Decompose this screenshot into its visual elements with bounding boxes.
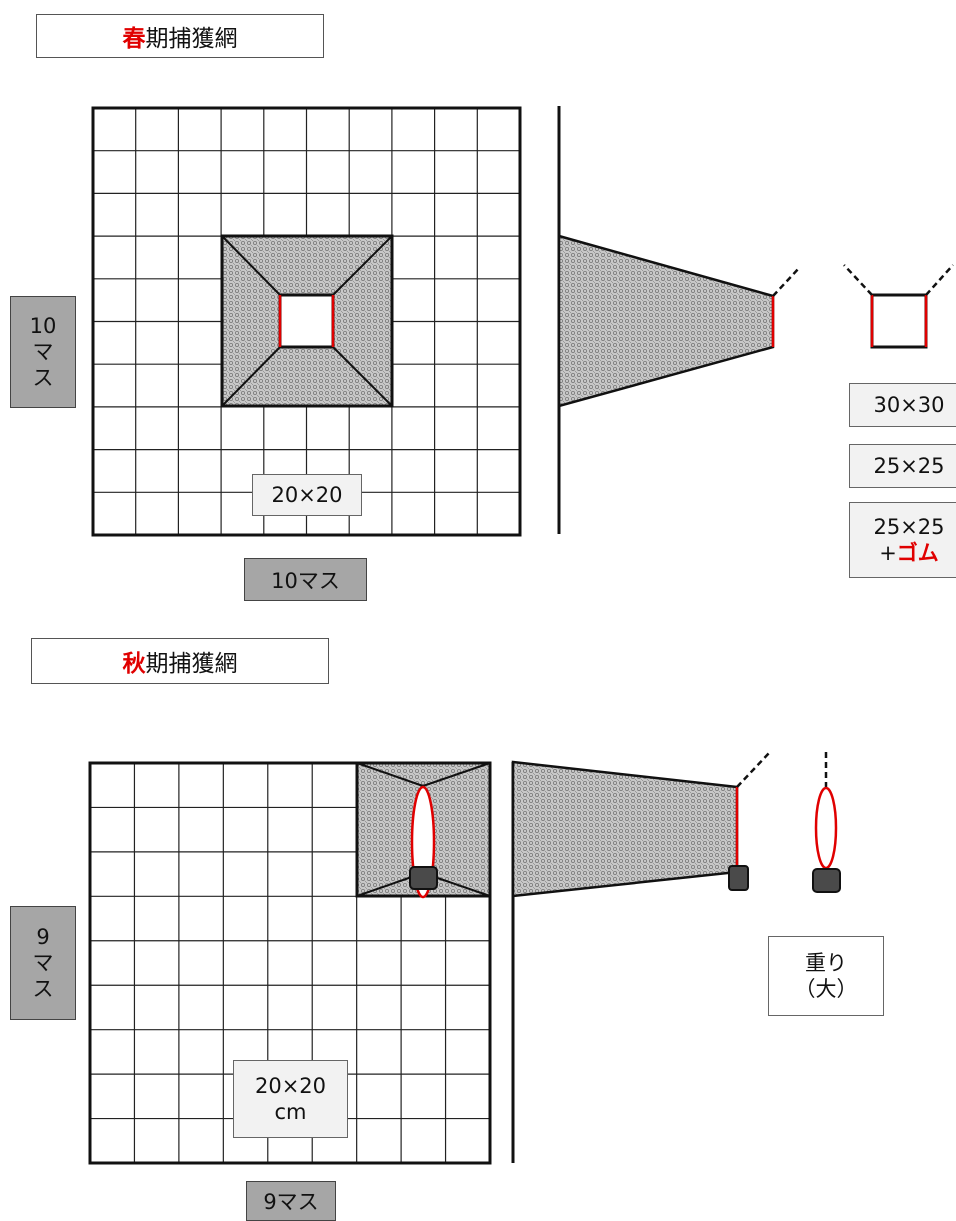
spring-funnel-top bbox=[220, 234, 394, 408]
autumn-cols-label: 9マス bbox=[246, 1181, 336, 1221]
autumn-mesh-label: 20×20 cm bbox=[233, 1060, 348, 1138]
autumn-trap-top bbox=[355, 761, 492, 899]
spring-rows-label: 10 マ ス bbox=[10, 296, 76, 408]
spring-rows-num: 10 bbox=[29, 313, 57, 338]
spring-hole-size-3: 25×25 +ゴム bbox=[849, 502, 956, 578]
autumn-weight bbox=[409, 866, 438, 890]
spring-hole-size-1: 30×30 bbox=[849, 383, 956, 427]
grid-border bbox=[91, 106, 522, 537]
weight-label: 重り （大） bbox=[768, 936, 884, 1016]
spring-title-accent: 春 bbox=[122, 26, 146, 52]
autumn-rows-label: 9 マ ス bbox=[10, 906, 76, 1020]
grid-border bbox=[88, 761, 492, 1165]
rubber-label: ゴム bbox=[896, 541, 939, 565]
spring-rows-char1: マ bbox=[32, 339, 54, 364]
spring-funnel-side bbox=[557, 106, 801, 534]
spring-title: 春期捕獲網 bbox=[36, 14, 324, 58]
spring-hole-size-2: 25×25 bbox=[849, 444, 956, 488]
autumn-title-text: 期捕獲網 bbox=[145, 651, 238, 677]
autumn-weight-detail bbox=[812, 752, 841, 893]
spring-mesh-label: 20×20 bbox=[252, 474, 362, 516]
autumn-title-accent: 秋 bbox=[122, 651, 146, 677]
autumn-trap-side bbox=[511, 751, 771, 1163]
spring-cols-label: 10マス bbox=[244, 558, 367, 601]
spring-entrance-detail bbox=[843, 264, 954, 349]
spring-title-text: 期捕獲網 bbox=[145, 26, 238, 52]
autumn-title: 秋期捕獲網 bbox=[31, 638, 329, 684]
spring-rows-char2: ス bbox=[32, 366, 54, 391]
